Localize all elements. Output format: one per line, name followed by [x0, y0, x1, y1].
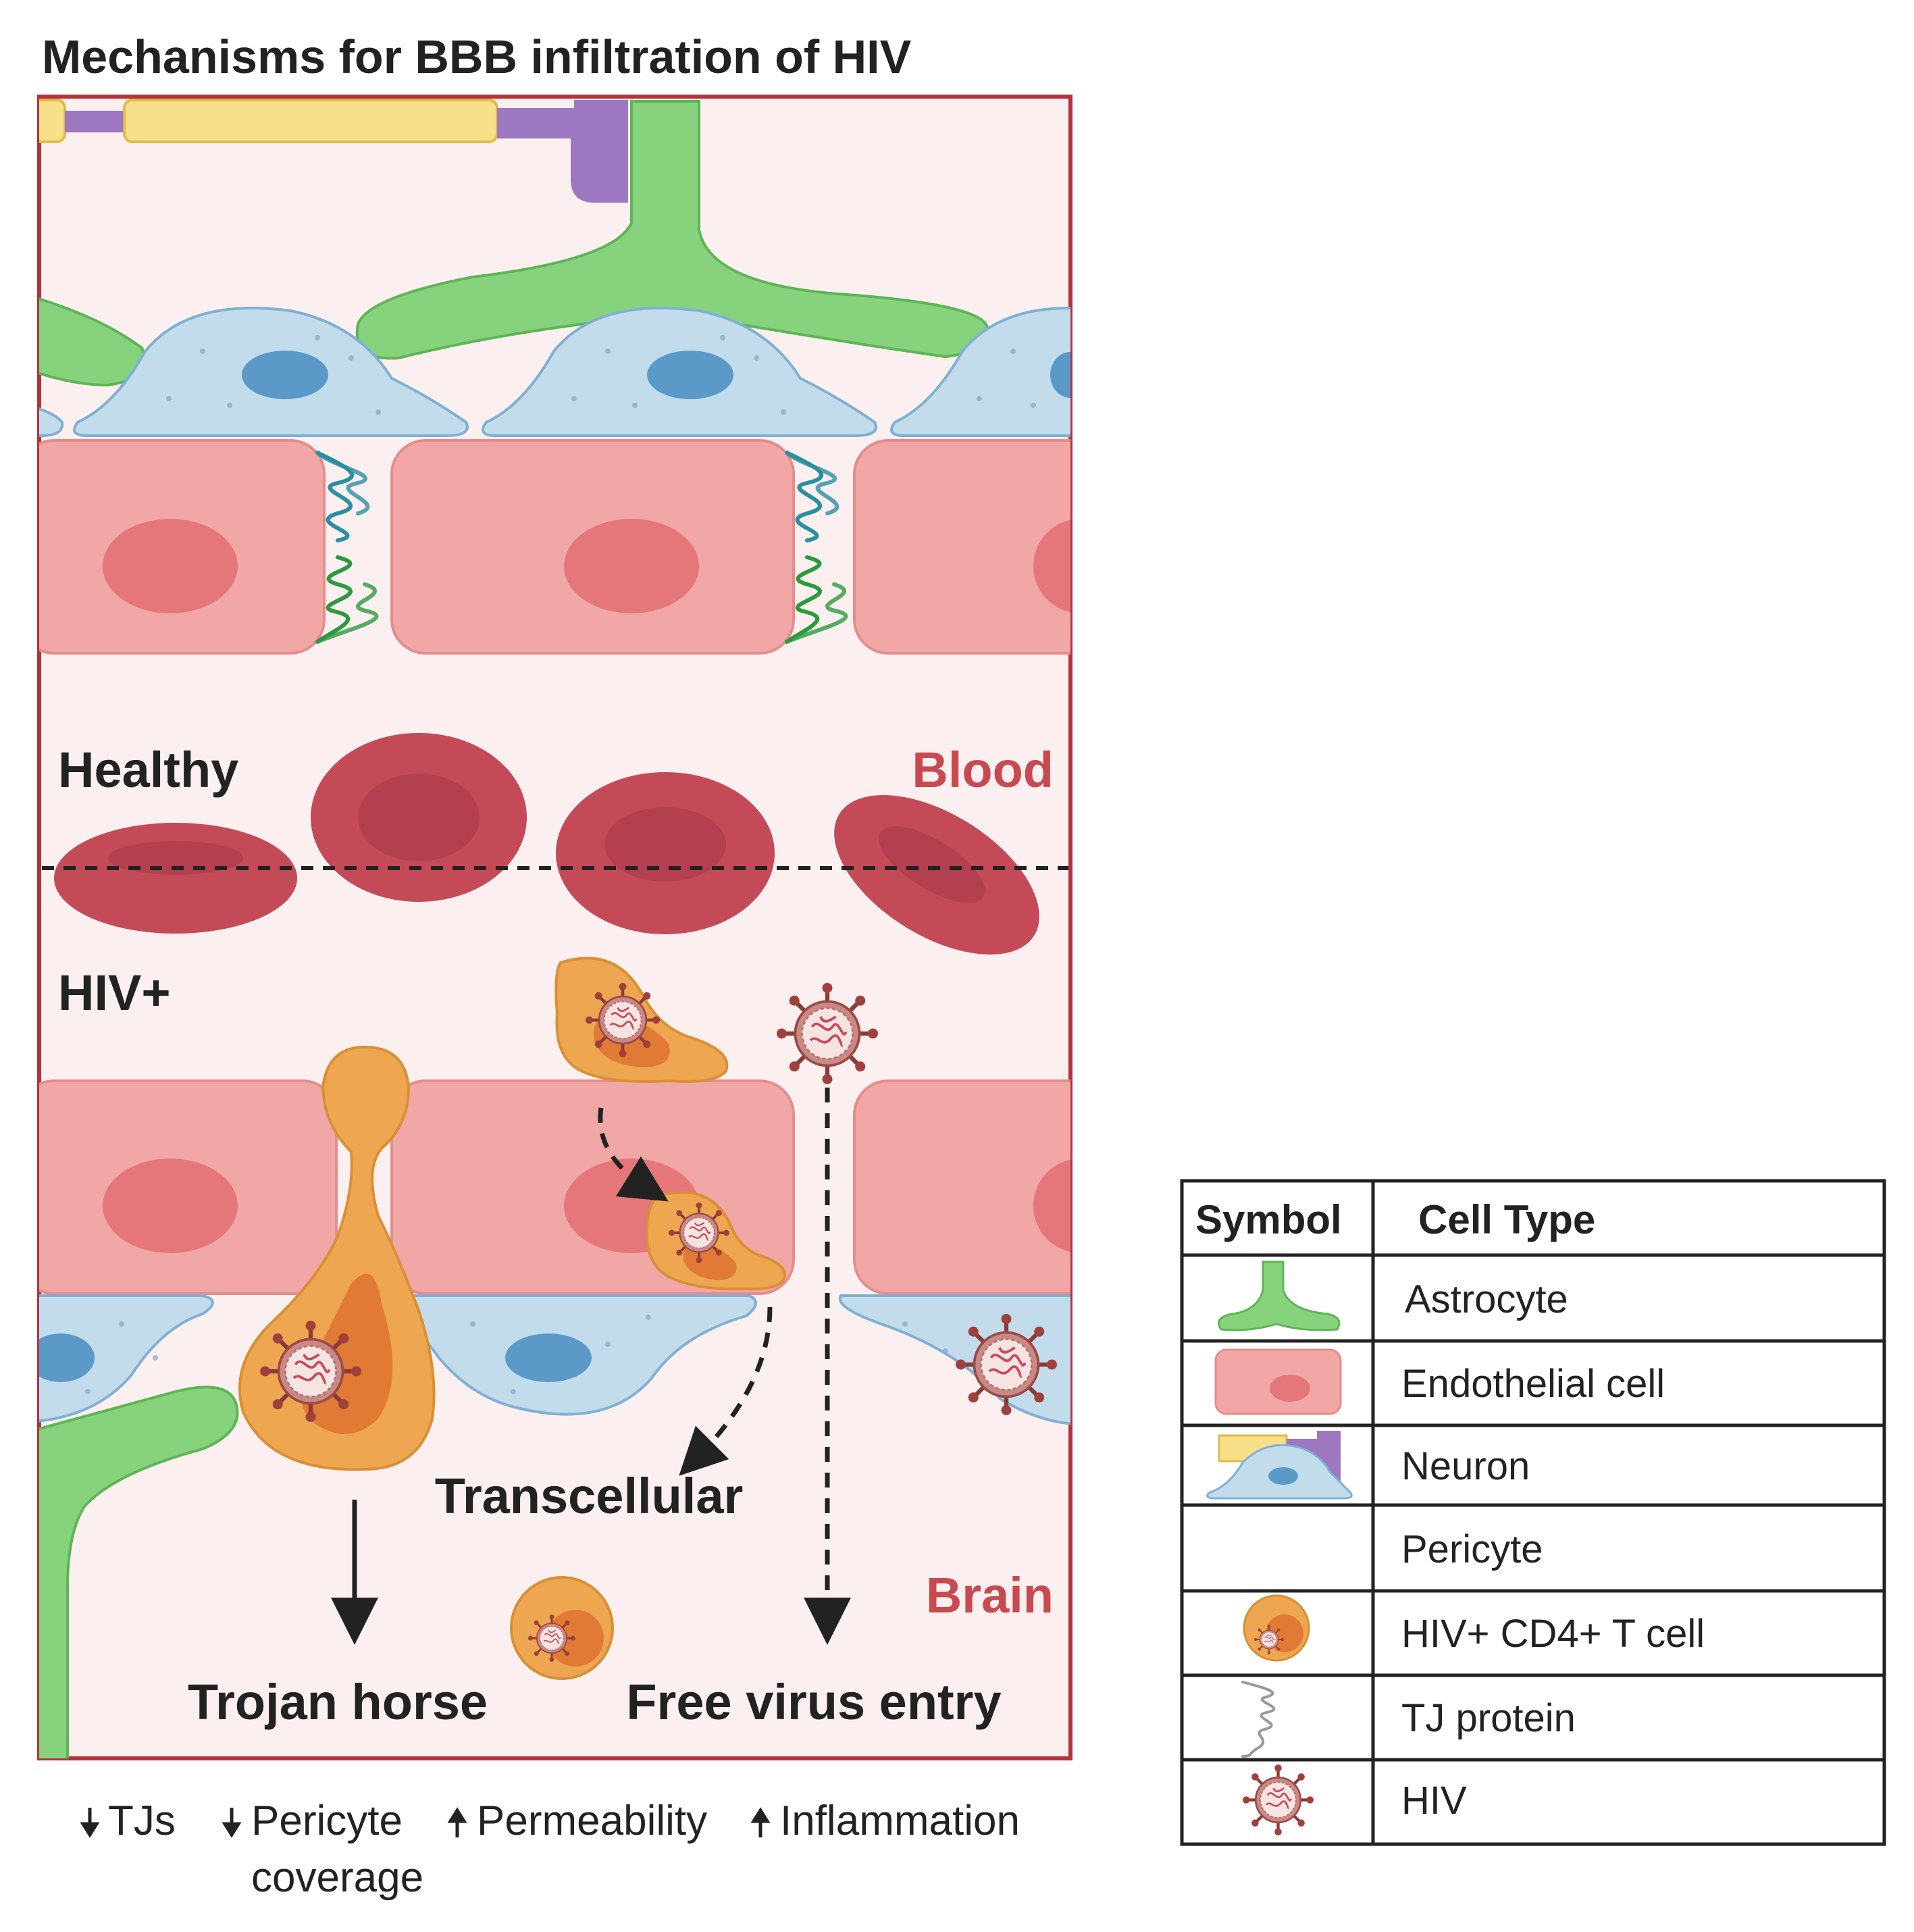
endothelial-row-top	[39, 439, 1070, 655]
legend-header-symbol: Symbol	[1195, 1197, 1342, 1242]
pericyte-dots-top	[166, 335, 1036, 415]
transcellular-tcell-inside	[645, 1191, 786, 1291]
legend-label-pericyte: Pericyte	[1401, 1527, 1543, 1571]
legend-label-hiv: HIV	[1401, 1779, 1467, 1823]
transcellular-label: Transcellular	[435, 1468, 744, 1524]
figure-title: Mechanisms for BBB infiltration of HIV	[42, 30, 912, 83]
pericyte-icon	[1206, 1444, 1353, 1500]
legend-table: Symbol Cell Type Astrocyte Endothelial c…	[1180, 1179, 1886, 1846]
free-virus-particle	[777, 983, 878, 1084]
trojan-horse-label: Trojan horse	[188, 1674, 488, 1730]
effect-tjs: TJs	[80, 1798, 176, 1844]
blood-label: Blood	[912, 742, 1054, 798]
svg-text:coverage: coverage	[251, 1854, 423, 1901]
pericyte-row-top	[39, 307, 1070, 437]
pericyte-nuclei-top	[242, 351, 1070, 399]
pericyte-nuclei-bottom	[39, 1333, 592, 1382]
effect-permeability: Permeability	[447, 1798, 707, 1844]
tight-junction-1	[315, 451, 379, 644]
pathway-arrows	[331, 1088, 851, 1645]
tight-junction-2	[785, 451, 848, 644]
endothelial-row-bottom	[39, 1079, 1070, 1295]
legend-label-endothelial: Endothelial cell	[1401, 1362, 1665, 1406]
svg-text:Pericyte: Pericyte	[251, 1798, 403, 1844]
pericyte-dots-bottom	[85, 1315, 948, 1394]
astrocyte-icon	[1218, 1261, 1341, 1331]
virus-in-pericyte	[956, 1314, 1057, 1415]
red-blood-cells	[54, 733, 1039, 955]
svg-text:Inflammation: Inflammation	[780, 1798, 1020, 1844]
effect-inflammation: Inflammation	[750, 1798, 1020, 1844]
effect-pericyte-coverage: Pericyte coverage	[222, 1798, 423, 1901]
endothelial-cell-icon	[1214, 1348, 1342, 1415]
hiv-positive-label: HIV+	[58, 965, 171, 1021]
neuron	[39, 99, 628, 203]
legend-label-neuron: Neuron	[1401, 1444, 1530, 1488]
legend-label-tj-protein: TJ protein	[1401, 1696, 1576, 1740]
astrocyte-bottom	[39, 1386, 239, 1758]
svg-text:TJs: TJs	[108, 1798, 176, 1844]
brain-label: Brain	[926, 1567, 1054, 1623]
svg-text:Permeability: Permeability	[477, 1798, 707, 1844]
legend-label-tcell: HIV+ CD4+ T cell	[1401, 1612, 1705, 1656]
hiv-cd4-t-cell-icon	[1243, 1594, 1310, 1662]
free-tcell-brain	[510, 1576, 614, 1680]
hiv-icon	[1243, 1764, 1314, 1835]
legend-label-astrocyte: Astrocyte	[1405, 1277, 1568, 1321]
free-virus-entry-label: Free virus entry	[626, 1674, 1001, 1730]
legend-header-cell-type: Cell Type	[1418, 1197, 1595, 1242]
effects-row: TJs Pericyte coverage Permeability Infla…	[80, 1798, 1020, 1901]
transcellular-tcell-top	[554, 957, 729, 1083]
healthy-label: Healthy	[58, 742, 238, 798]
tj-protein-icon	[1241, 1681, 1276, 1758]
trojan-horse-tcell	[238, 1045, 436, 1471]
